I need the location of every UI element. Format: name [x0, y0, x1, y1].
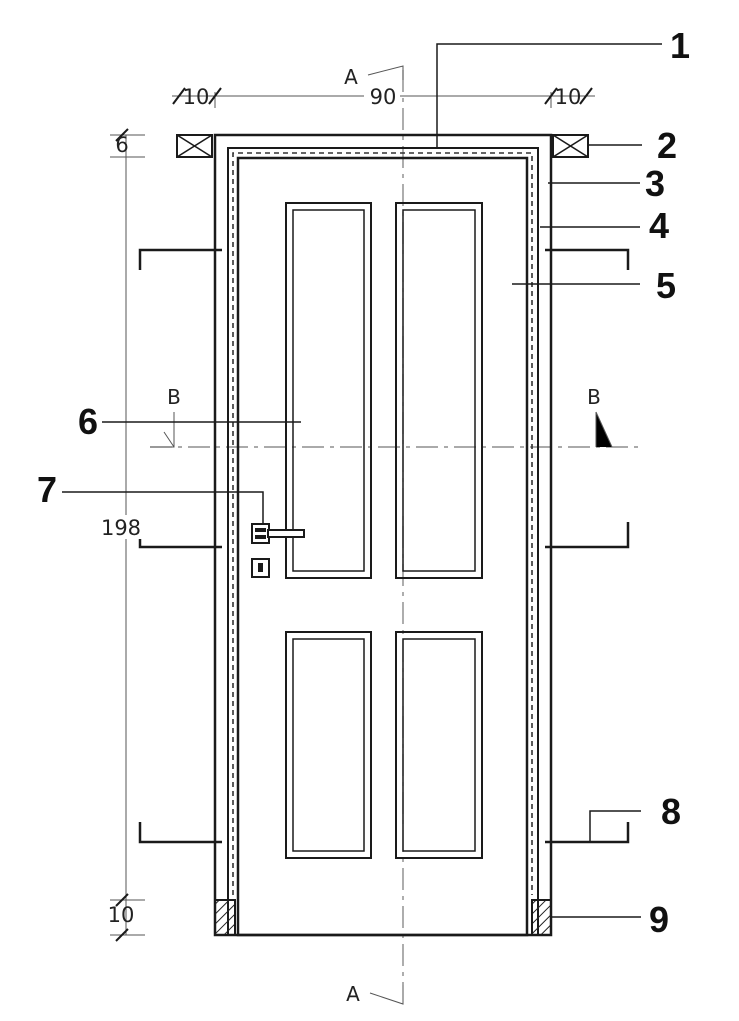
bottom-right-block [531, 899, 552, 936]
dim-width-total: 90 [370, 85, 397, 109]
panel-top-left [285, 202, 372, 579]
dim-bottom-gap: 10 [108, 903, 135, 927]
dim-top-gap: 6 [115, 133, 128, 157]
frame-inner [227, 147, 539, 935]
door-leaf [236, 156, 529, 937]
section-b-right-label: B [587, 385, 601, 409]
callout-9: 9 [649, 899, 669, 940]
bottom-left-block [214, 899, 236, 936]
section-a-bottom-label: A [346, 982, 360, 1006]
top-dimension [172, 84, 595, 108]
panel-top-right [395, 202, 483, 579]
section-b-left-label: B [167, 385, 181, 409]
section-b-left-marker [150, 412, 175, 448]
keyhole-icon [251, 558, 270, 578]
top-right-anchor [552, 134, 589, 158]
callout-2: 2 [657, 125, 677, 166]
right-anchors [545, 248, 630, 844]
panel-bottom-right [395, 631, 483, 859]
callout-7: 7 [37, 469, 57, 510]
door-handle-icon [251, 523, 305, 544]
left-anchors [138, 248, 222, 844]
dim-height-total: 198 [101, 516, 141, 540]
section-a-bottom-marker [369, 985, 404, 1005]
seal-line [232, 152, 533, 895]
panel-bottom-left [285, 631, 372, 859]
leader-lines [62, 43, 662, 918]
callout-6: 6 [78, 401, 98, 442]
dim-frame-right: 10 [555, 85, 582, 109]
section-a-top-marker [367, 65, 404, 80]
callout-3: 3 [645, 163, 665, 204]
top-left-anchor [176, 134, 213, 158]
section-b-right-marker [595, 411, 613, 448]
left-dimension [100, 128, 146, 942]
section-a-top-label: A [344, 65, 358, 89]
callout-5: 5 [656, 265, 676, 306]
callout-8: 8 [661, 791, 681, 832]
callout-1: 1 [670, 25, 690, 66]
dim-frame-left: 10 [183, 85, 210, 109]
callout-4: 4 [649, 205, 669, 246]
